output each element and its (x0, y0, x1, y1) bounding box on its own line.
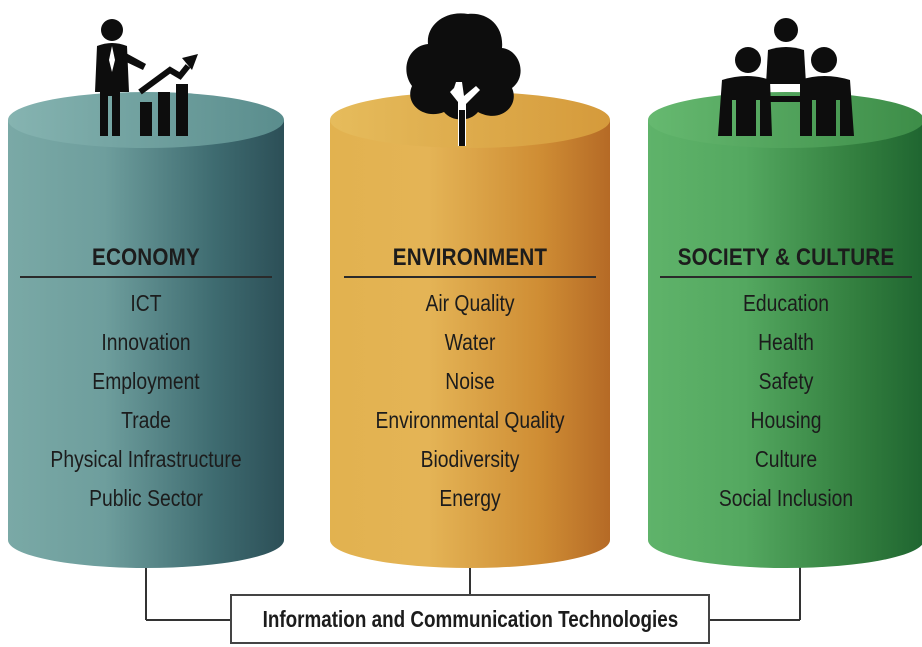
environment-title: ENVIRONMENT (392, 244, 548, 271)
list-item: Education (743, 290, 829, 316)
tree-icon (406, 13, 521, 146)
list-item: Water (444, 329, 496, 355)
list-item: Energy (439, 485, 501, 511)
economy-items: ICT Innovation Employment Trade Physical… (6, 284, 286, 518)
list-item: Safety (758, 368, 814, 394)
list-item: Biodiversity (420, 446, 520, 472)
environment-column: ENVIRONMENT Air Quality Water Noise Envi… (330, 244, 610, 518)
economy-title: ECONOMY (92, 244, 200, 271)
environment-items: Air Quality Water Noise Environmental Qu… (330, 284, 610, 518)
list-item: Public Sector (89, 485, 203, 511)
society-items: Education Health Safety Housing Culture … (646, 284, 922, 518)
list-item: Physical Infrastructure (50, 446, 242, 472)
list-item: Trade (121, 407, 171, 433)
ict-foundation-box: Information and Communication Technologi… (230, 594, 710, 644)
environment-divider (344, 276, 596, 278)
ict-foundation-label: Information and Communication Technologi… (262, 605, 678, 632)
list-item: Employment (92, 368, 200, 394)
economy-column: ECONOMY ICT Innovation Employment Trade … (6, 244, 286, 518)
society-column: SOCIETY & CULTURE Education Health Safet… (646, 244, 922, 518)
list-item: Social Inclusion (718, 485, 854, 511)
economy-divider (20, 276, 272, 278)
presenter-growth-chart-icon (95, 19, 198, 136)
list-item: Health (758, 329, 814, 355)
list-item: Environmental Quality (375, 407, 565, 433)
society-title: SOCIETY & CULTURE (677, 244, 895, 271)
people-group-icon (718, 18, 854, 136)
list-item: Housing (750, 407, 822, 433)
list-item: ICT (130, 290, 162, 316)
list-item: Noise (445, 368, 495, 394)
list-item: Innovation (101, 329, 191, 355)
list-item: Culture (754, 446, 818, 472)
list-item: Air Quality (425, 290, 515, 316)
society-divider (660, 276, 912, 278)
environment-cylinder (330, 92, 610, 568)
